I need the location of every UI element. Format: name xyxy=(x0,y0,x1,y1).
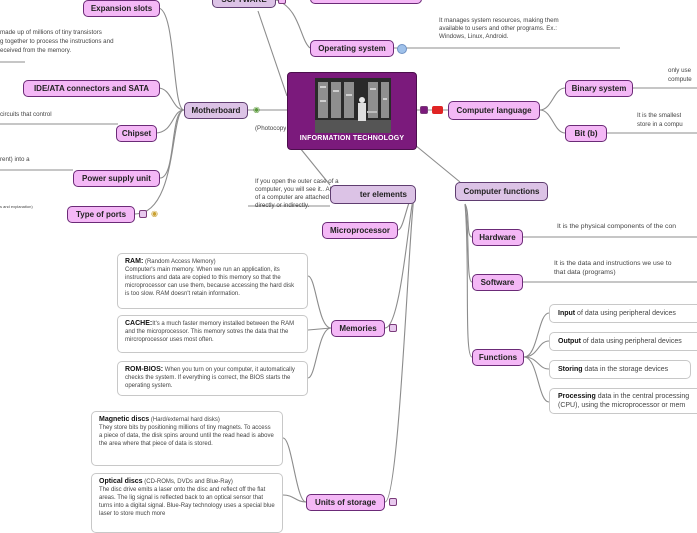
node-memories[interactable]: Memories xyxy=(331,320,385,337)
node-computer-language[interactable]: Computer language xyxy=(448,101,540,120)
node-functions[interactable]: Functions xyxy=(472,349,524,366)
memory-subtitle: (Random Access Memory) xyxy=(144,259,216,265)
youtube-icon[interactable] xyxy=(432,106,443,114)
memory-box-ram[interactable]: RAM: (Random Access Memory) Computer's m… xyxy=(117,253,308,309)
binary-desc-2: compute xyxy=(668,76,692,83)
storage-title: Magnetic discs xyxy=(99,416,150,423)
os-desc-2: available to users and other programs. E… xyxy=(439,25,557,32)
list-icon[interactable] xyxy=(389,324,397,332)
bit-desc-2: store in a compu xyxy=(637,121,683,128)
node-microprocessor[interactable]: Microprocessor xyxy=(322,222,398,239)
node-ide-ata[interactable]: IDE/ATA connectors and SATA xyxy=(23,80,160,97)
eniac-photo xyxy=(315,78,391,133)
os-desc-3: Windows, Linux, Android. xyxy=(439,33,509,40)
list-icon[interactable] xyxy=(278,0,286,4)
node-binary-system[interactable]: Binary system xyxy=(565,80,633,97)
binary-desc-1: only use xyxy=(668,67,692,74)
memory-box-rom-bios[interactable]: ROM-BIOS: When you turn on your computer… xyxy=(117,361,308,396)
bit-desc-1: It is the smallest xyxy=(637,112,682,119)
node-bit[interactable]: Bit (b) xyxy=(565,125,607,142)
psu-desc: rent) into a xyxy=(0,156,30,163)
node-top-cut[interactable] xyxy=(310,0,422,4)
memory-text: It's a much faster memory installed betw… xyxy=(125,321,295,343)
node-software[interactable]: Software xyxy=(472,274,523,291)
photo-caption: (Photocopy xyxy=(255,125,287,132)
list-icon[interactable] xyxy=(139,210,147,218)
mb-desc-1: made up of millions of tiny transistors xyxy=(0,29,102,36)
mb-desc-3: eceived from the memory. xyxy=(0,47,72,54)
os-desc-1: It manages system resources, making them xyxy=(439,17,559,24)
memory-text: Computer's main memory. When we run an a… xyxy=(125,267,295,297)
ports-desc: s and explanation) xyxy=(0,204,33,209)
node-operating-system[interactable]: Operating system xyxy=(310,40,394,57)
function-storing[interactable]: Storing data in the storage devices xyxy=(549,360,691,379)
list-icon[interactable] xyxy=(389,498,397,506)
storage-box-magnetic[interactable]: Magnetic discs (Hard/external hard disks… xyxy=(91,411,283,466)
link-icon[interactable]: ◉ xyxy=(151,209,158,218)
node-power-supply[interactable]: Power supply unit xyxy=(73,170,160,187)
node-units-of-storage[interactable]: Units of storage xyxy=(306,494,385,511)
chipset-desc: circuits that control xyxy=(0,111,52,118)
memory-title: ROM-BIOS: xyxy=(125,366,164,373)
storage-text: The disc drive emits a laser onto the di… xyxy=(99,487,275,517)
center-label: INFORMATION TECHNOLOGY xyxy=(299,135,405,142)
node-expansion-slots[interactable]: Expansion slots xyxy=(83,0,160,17)
storage-subtitle: (CD-ROMs, DVDs and Blue-Ray) xyxy=(144,479,233,485)
hardware-desc: It is the physical components of the con xyxy=(557,223,677,230)
storage-box-optical[interactable]: Optical discs (CD-ROMs, DVDs and Blue-Ra… xyxy=(91,473,283,533)
storage-subtitle: (Hard/external hard disks) xyxy=(150,417,220,423)
software-desc-2: that data (programs) xyxy=(554,269,616,276)
function-input[interactable]: Input of data using peripheral devices xyxy=(549,304,697,323)
function-output[interactable]: Output of data using peripheral devices xyxy=(549,332,697,351)
link-icon[interactable]: ◉ xyxy=(253,105,260,114)
software-desc-1: It is the data and instructions we use t… xyxy=(554,260,672,267)
memory-box-cache[interactable]: CACHE:It's a much faster memory installe… xyxy=(117,315,308,353)
node-hardware[interactable]: Hardware xyxy=(472,229,523,246)
list-icon[interactable] xyxy=(420,106,428,114)
node-chipset[interactable]: Chipset xyxy=(116,125,157,142)
globe-icon[interactable] xyxy=(397,44,407,54)
memory-text: When you turn on your computer, it autom… xyxy=(125,367,295,389)
node-computer-elements[interactable]: ter elements xyxy=(330,185,416,204)
node-computer-functions[interactable]: Computer functions xyxy=(455,182,548,201)
node-type-of-ports[interactable]: Type of ports xyxy=(67,206,135,223)
memory-title: CACHE: xyxy=(125,320,153,327)
function-processing[interactable]: Processing data in the central processin… xyxy=(549,388,697,414)
storage-text: They store bits by positioning millions … xyxy=(99,425,274,447)
center-topic[interactable]: INFORMATION TECHNOLOGY xyxy=(287,72,417,150)
node-software-top[interactable]: SOFTWARE xyxy=(212,0,276,8)
memory-title: RAM: xyxy=(125,258,144,265)
storage-title: Optical discs xyxy=(99,478,143,485)
mb-desc-2: g together to process the instructions a… xyxy=(0,38,114,45)
elements-desc: If you open the outer case of a computer… xyxy=(255,178,359,209)
node-motherboard[interactable]: Motherboard xyxy=(184,102,248,119)
